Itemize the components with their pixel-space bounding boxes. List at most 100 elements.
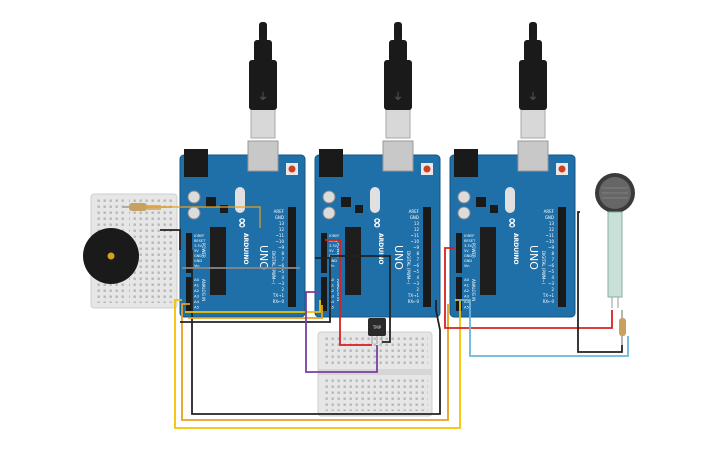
uno-label: UNO (392, 245, 405, 270)
power-header[interactable] (456, 233, 462, 273)
power-pin-label: GND (194, 254, 202, 258)
usb-cable-1[interactable]: ⏚ (249, 22, 277, 139)
wires[interactable] (147, 206, 629, 429)
wire-black-2 (180, 257, 331, 323)
analog-header[interactable] (456, 277, 462, 311)
power-pin-label: IOREF (329, 234, 339, 238)
pin-label: ~11 (546, 233, 555, 238)
usb-cable-3[interactable]: ⏚ (519, 22, 547, 139)
usb-port (517, 140, 549, 172)
pin-label: 13 (279, 221, 285, 226)
resistor-right[interactable] (619, 310, 626, 345)
power-pin-label: RESET (329, 239, 341, 243)
analog-pin-label: A0 (464, 277, 470, 282)
analog-pin-label: A2 (464, 288, 470, 293)
usb-cable-2[interactable]: ⏚ (384, 22, 412, 139)
digital-header[interactable] (558, 207, 566, 307)
wire-black-mid (330, 255, 391, 343)
analog-label: ANALOG IN (336, 279, 341, 301)
wire-orange-2 (188, 305, 323, 319)
power-pin-label: 5V (329, 249, 334, 253)
power-pin-label: GND (329, 259, 337, 263)
power-pin-label: 3.3V (464, 244, 473, 248)
power-header[interactable] (321, 233, 327, 273)
infinity-logo-icon: ∞ (234, 217, 250, 229)
breadboard-center[interactable] (317, 331, 433, 417)
analog-pin-label: A5 (194, 305, 200, 310)
analog-pin-label: A0 (194, 277, 200, 282)
pin-label: ~10 (546, 239, 555, 244)
power-header[interactable] (186, 233, 192, 273)
analog-pin-label: A4 (464, 299, 470, 304)
pin-label: ~3 (278, 281, 284, 286)
pin-label: ~3 (548, 281, 554, 286)
analog-pin-label: A4 (329, 299, 335, 304)
analog-pin-label: A3 (329, 294, 335, 299)
pin-label: 7 (416, 257, 419, 262)
wire-yellow-2 (185, 300, 321, 313)
analog-label: ANALOG IN (201, 279, 206, 301)
pin-label: RX←0 (543, 299, 555, 304)
wire-black-right (577, 211, 623, 353)
analog-header[interactable] (321, 277, 327, 311)
usb-icon: ⏚ (258, 91, 268, 103)
pin-label: GND (275, 215, 284, 220)
pin-label: ~5 (278, 269, 284, 274)
pin-label: 12 (549, 227, 555, 232)
pin-label: ~11 (276, 233, 285, 238)
power-pin-label: GND (464, 259, 472, 263)
pin-label: GND (545, 215, 554, 220)
pin-label: 12 (279, 227, 285, 232)
infinity-logo-icon: ∞ (504, 217, 520, 229)
pin-label: 8 (551, 251, 554, 256)
wire-red-mid (325, 239, 372, 346)
pin-label: RX←0 (273, 299, 285, 304)
usb-port (247, 140, 279, 172)
force-sensor[interactable] (595, 173, 635, 308)
analog-pin-label: A2 (329, 288, 335, 293)
analog-header[interactable] (186, 277, 192, 311)
brand-label: ARDUINO (512, 233, 519, 264)
power-pin-label: 3.3V (194, 244, 203, 248)
arduino-board-1[interactable]: AREFGND1312~11~10~987~6~54~32TX→1RX←0DIG… (179, 140, 306, 318)
wire-black-long (191, 250, 441, 415)
pin-label: AREF (409, 209, 420, 214)
arduino-board-2[interactable]: AREFGND1312~11~10~987~6~54~32TX→1RX←0DIG… (314, 140, 441, 318)
piezo-buzzer[interactable] (83, 228, 139, 284)
microcontroller-chip (345, 227, 361, 295)
power-pin-label: GND (194, 259, 202, 263)
power-pin-label: Vin (194, 264, 200, 268)
power-pin-label: IOREF (194, 234, 204, 238)
brand-label: ARDUINO (377, 233, 384, 264)
pin-label: 8 (416, 251, 419, 256)
pin-label: 13 (414, 221, 420, 226)
pin-label: ~6 (278, 263, 284, 268)
pin-label: 4 (416, 275, 419, 280)
pin-label: ~9 (278, 245, 284, 250)
pin-label: 2 (281, 287, 284, 292)
power-label: POWER (336, 243, 341, 258)
analog-pin-label: A0 (329, 277, 335, 282)
power-jack (454, 149, 478, 177)
pin-label: ~6 (413, 263, 419, 268)
power-pin-label: 3.3V (329, 244, 338, 248)
power-pin-label: 5V (194, 249, 199, 253)
wire-black-small (160, 229, 181, 250)
digital-header[interactable] (288, 207, 296, 307)
arduino-board-3[interactable]: AREFGND1312~11~10~987~6~54~32TX→1RX←0DIG… (449, 140, 576, 318)
brand-label: ARDUINO (242, 233, 249, 264)
usb-icon: ⏚ (528, 91, 538, 103)
sensor-label: TMP (372, 325, 382, 330)
power-pin-label: 5V (464, 249, 469, 253)
pin-label: ~6 (548, 263, 554, 268)
wire-orange-top (147, 206, 261, 228)
usb-icon: ⏚ (393, 91, 403, 103)
analog-pin-label: A3 (194, 294, 200, 299)
pin-label: 8 (281, 251, 284, 256)
digital-header[interactable] (423, 207, 431, 307)
pin-label: AREF (274, 209, 285, 214)
analog-pin-label: A3 (464, 294, 470, 299)
usb-port (382, 140, 414, 172)
temperature-sensor[interactable]: TMP (368, 318, 386, 344)
